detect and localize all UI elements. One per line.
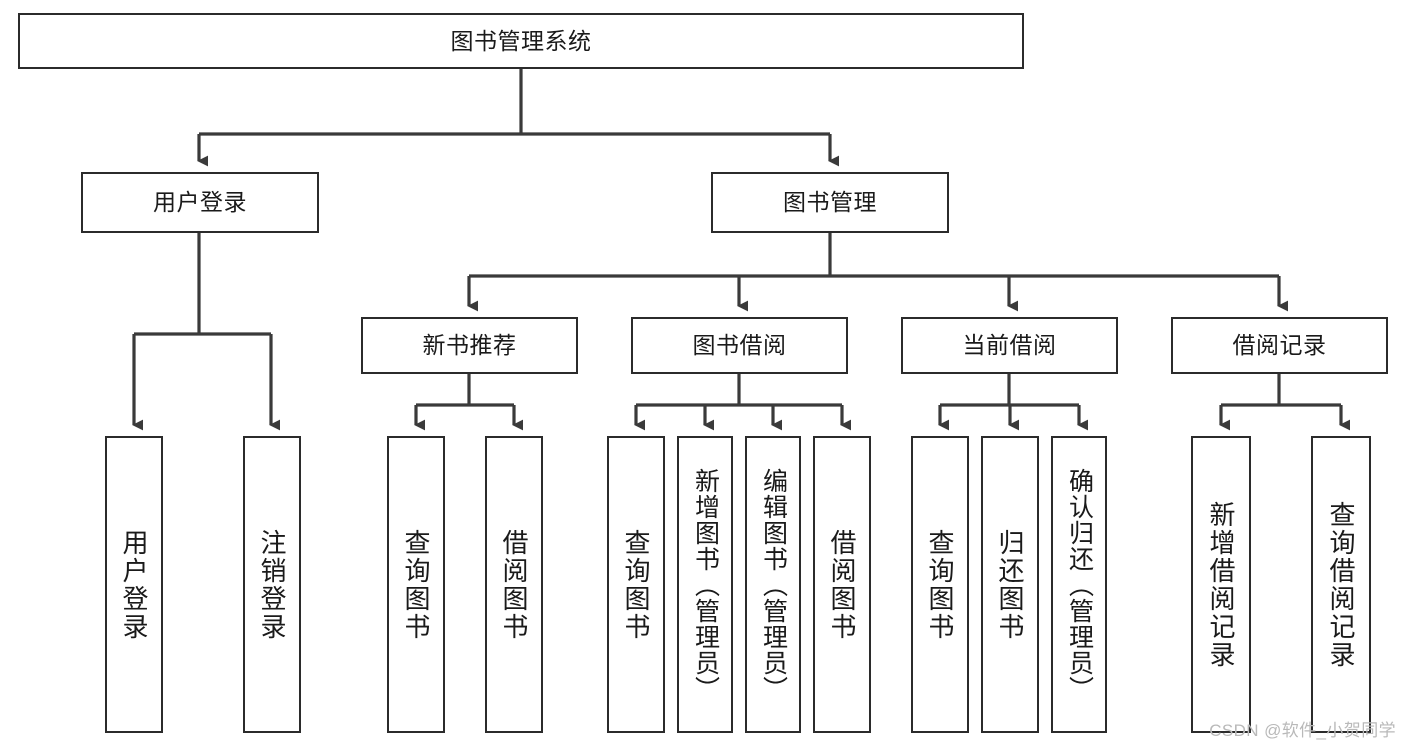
- node-book-borrow-label: 图书借阅: [692, 332, 787, 359]
- leaf-query-borrow-record[interactable]: 查询借阅记录: [1311, 436, 1371, 733]
- leaf-return-book[interactable]: 归还图书: [981, 436, 1039, 733]
- leaf-add-borrow-record[interactable]: 新增借阅记录: [1191, 436, 1251, 733]
- leaf-query-book-2-label: 查询图书: [621, 528, 651, 641]
- node-user-login-label: 用户登录: [153, 189, 247, 216]
- leaf-borrow-book-1[interactable]: 借阅图书: [485, 436, 543, 733]
- leaf-borrow-book-2[interactable]: 借阅图书: [813, 436, 871, 733]
- leaf-user-logout[interactable]: 注销登录: [243, 436, 301, 733]
- node-root[interactable]: 图书管理系统: [18, 13, 1024, 69]
- node-book-borrow[interactable]: 图书借阅: [631, 317, 848, 374]
- leaf-query-borrow-record-label: 查询借阅记录: [1326, 500, 1356, 669]
- leaf-user-logout-label: 注销登录: [257, 528, 287, 641]
- node-book-manage-label: 图书管理: [783, 189, 877, 216]
- leaf-add-book-admin[interactable]: 新增图书（管理员）: [677, 436, 733, 733]
- node-current-borrow[interactable]: 当前借阅: [901, 317, 1118, 374]
- leaf-query-book-2[interactable]: 查询图书: [607, 436, 665, 733]
- node-current-borrow-label: 当前借阅: [962, 332, 1057, 359]
- leaf-user-login-label: 用户登录: [119, 528, 149, 641]
- leaf-add-borrow-record-label: 新增借阅记录: [1206, 500, 1236, 669]
- leaf-borrow-book-2-label: 借阅图书: [827, 528, 857, 641]
- leaf-user-login[interactable]: 用户登录: [105, 436, 163, 733]
- node-new-book-recommend-label: 新书推荐: [422, 332, 517, 359]
- leaf-edit-book-admin[interactable]: 编辑图书（管理员）: [745, 436, 801, 733]
- node-borrow-record-label: 借阅记录: [1232, 332, 1327, 359]
- node-new-book-recommend[interactable]: 新书推荐: [361, 317, 578, 374]
- node-book-manage[interactable]: 图书管理: [711, 172, 949, 233]
- node-borrow-record[interactable]: 借阅记录: [1171, 317, 1388, 374]
- leaf-return-book-label: 归还图书: [995, 528, 1025, 641]
- leaf-confirm-return-admin[interactable]: 确认归还（管理员）: [1051, 436, 1107, 733]
- leaf-query-book-3-label: 查询图书: [925, 528, 955, 641]
- leaf-confirm-return-admin-label: 确认归还（管理员）: [1065, 467, 1094, 702]
- leaf-add-book-admin-label: 新增图书（管理员）: [691, 467, 720, 702]
- node-root-label: 图书管理系统: [450, 27, 592, 54]
- leaf-query-book-1-label: 查询图书: [401, 528, 431, 641]
- leaf-query-book-1[interactable]: 查询图书: [387, 436, 445, 733]
- leaf-edit-book-admin-label: 编辑图书（管理员）: [759, 467, 788, 702]
- node-user-login[interactable]: 用户登录: [81, 172, 319, 233]
- leaf-query-book-3[interactable]: 查询图书: [911, 436, 969, 733]
- leaf-borrow-book-1-label: 借阅图书: [499, 528, 529, 641]
